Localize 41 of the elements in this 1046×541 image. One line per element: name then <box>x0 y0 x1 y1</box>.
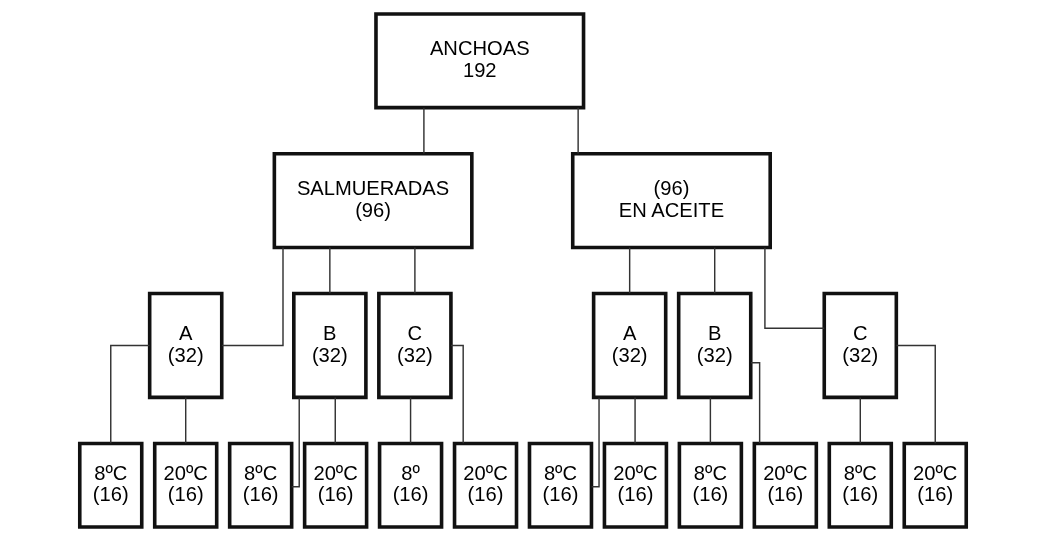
node-box: 8ºC (16) <box>527 441 594 529</box>
node-box: 8ºC (16) <box>827 441 894 529</box>
connector <box>859 396 861 444</box>
connector <box>110 344 151 445</box>
node-box: C (32) <box>822 291 899 400</box>
connector <box>409 396 412 444</box>
node-box: B (32) <box>292 291 368 400</box>
node-box: 20ºC (16) <box>302 441 369 529</box>
connector <box>221 246 284 347</box>
connector <box>334 396 336 444</box>
node-box: B (32) <box>676 291 753 400</box>
connector <box>423 107 425 155</box>
connector <box>750 362 761 444</box>
node-box: (96) EN ACEITE <box>570 151 772 250</box>
node-box: 8ºC (16) <box>677 441 744 529</box>
connector <box>590 396 600 488</box>
node-box: A (32) <box>591 291 668 400</box>
node-box: SALMUERADAS (96) <box>272 151 474 250</box>
node-box: A (32) <box>147 291 224 400</box>
connector <box>709 396 712 444</box>
connector <box>895 344 936 445</box>
connector <box>628 246 631 294</box>
node-box: C (32) <box>377 291 453 400</box>
node-box: 20ºC (16) <box>902 441 969 529</box>
connector <box>714 246 716 294</box>
node-box: 8º (16) <box>377 441 444 529</box>
connector <box>577 107 579 155</box>
connector <box>634 396 636 444</box>
connector <box>764 247 825 329</box>
node-box: 8ºC (16) <box>227 441 294 529</box>
node-box: 20ºC (16) <box>152 441 219 529</box>
node-box: 20ºC (16) <box>452 441 519 529</box>
connector <box>329 246 331 294</box>
connector <box>291 396 300 488</box>
node-box: 20ºC (16) <box>602 441 669 529</box>
node-box: 8ºC (16) <box>77 441 144 529</box>
node-box: ANCHOAS 192 <box>374 12 586 110</box>
connector <box>450 344 464 445</box>
connector <box>185 396 187 444</box>
node-box: 20ºC (16) <box>752 441 819 529</box>
connector <box>414 246 416 294</box>
